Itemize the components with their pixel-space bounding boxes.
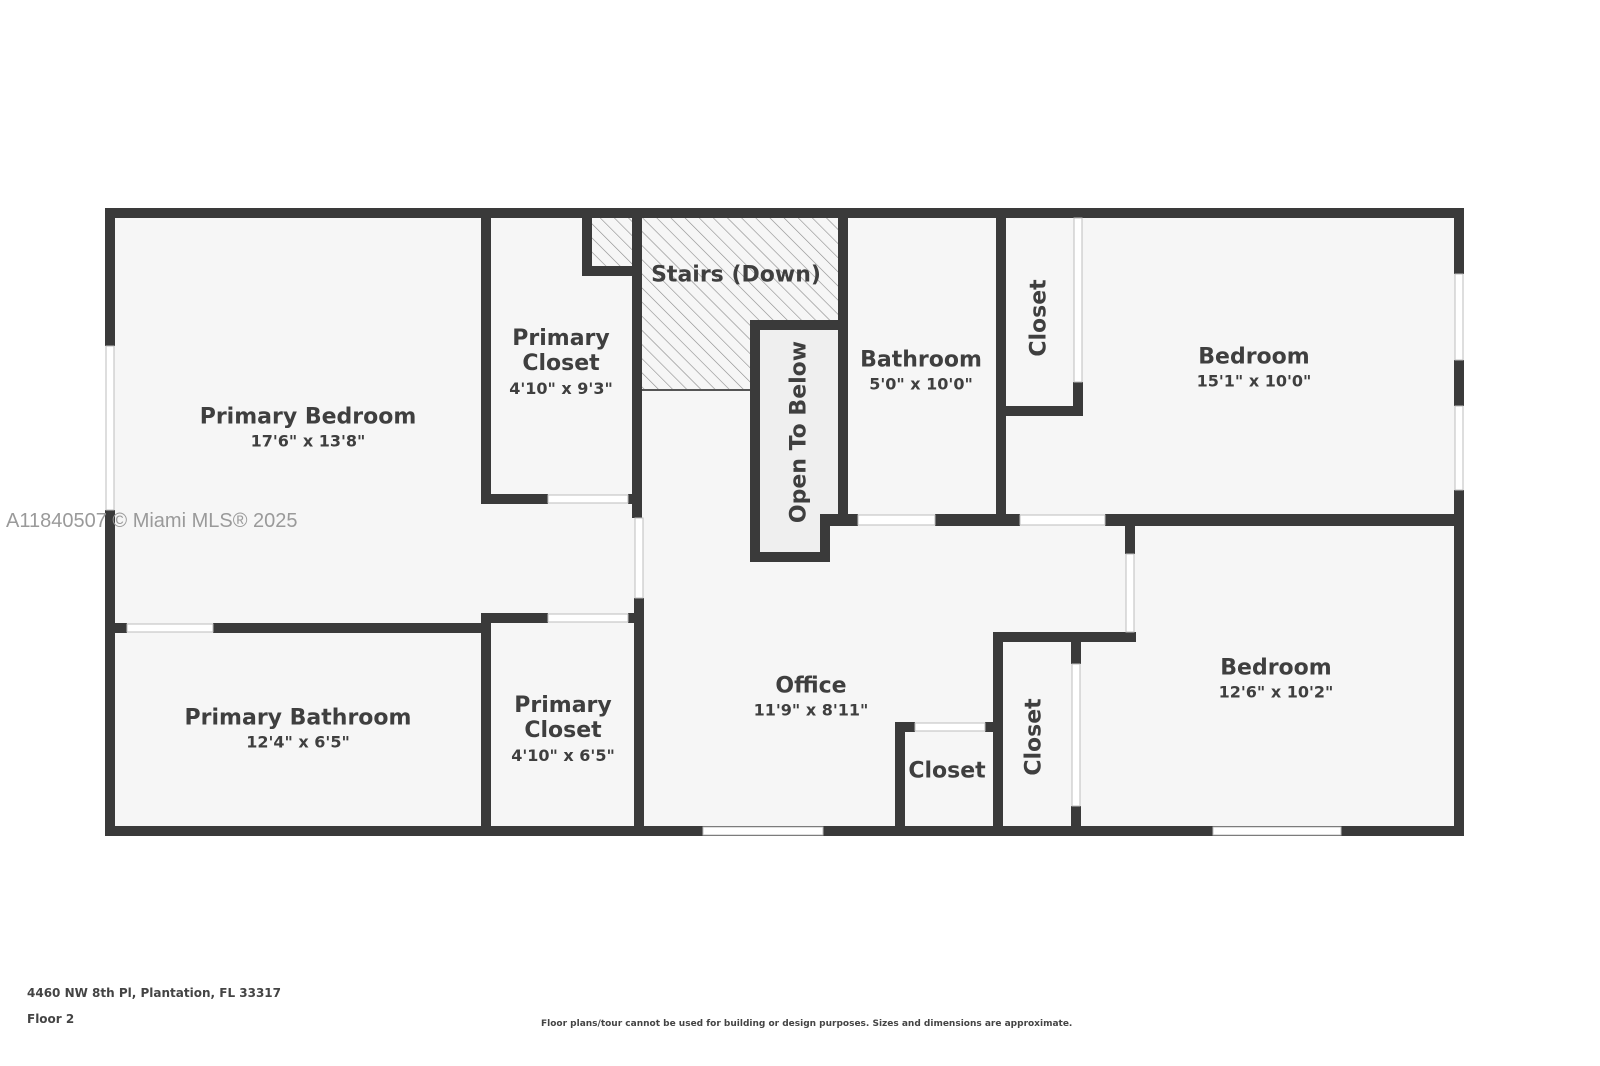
room-name: Stairs (Down) — [651, 262, 821, 288]
room-name: Bathroom — [860, 347, 982, 373]
room-dimensions: 4'10" x 9'3" — [509, 378, 613, 398]
stairs-hatch — [640, 218, 838, 390]
room-office: Office 11'9" x 8'11" — [754, 674, 869, 721]
room-bedroom-1: Bedroom 15'1" x 10'0" — [1197, 345, 1312, 392]
disclaimer-text: Floor plans/tour cannot be used for buil… — [541, 1019, 1073, 1029]
room-dimensions: 5'0" x 10'0" — [869, 374, 973, 394]
room-bedroom-2: Bedroom 12'6" x 10'2" — [1219, 656, 1334, 703]
mls-watermark: A11840507 © Miami MLS® 2025 — [6, 510, 298, 532]
room-name-line2: Closet — [524, 718, 602, 744]
room-name: Open To Below — [786, 340, 812, 524]
property-address: 4460 NW 8th Pl, Plantation, FL 33317 — [27, 986, 282, 1000]
room-name: Bedroom — [1198, 344, 1310, 370]
room-name: Primary Bathroom — [184, 705, 412, 731]
room-closet-vertical: Closet — [1021, 698, 1046, 775]
room-primary-bedroom: Primary Bedroom 17'6" x 13'8" — [200, 405, 417, 452]
room-bathroom: Bathroom 5'0" x 10'0" — [860, 348, 982, 395]
room-name-line2: Closet — [522, 351, 600, 377]
room-name: Primary Bedroom — [199, 404, 417, 430]
room-name: Office — [775, 673, 847, 699]
room-primary-closet-1: Primary Closet 4'10" x 9'3" — [509, 326, 613, 398]
windows — [105, 217, 1464, 836]
room-name: Closet — [1021, 698, 1047, 776]
room-dimensions: 12'4" x 6'5" — [246, 732, 350, 752]
room-dimensions: 15'1" x 10'0" — [1196, 371, 1312, 391]
open-to-below-area — [760, 330, 838, 552]
small-hatch — [590, 218, 635, 268]
room-dimensions: 12'6" x 10'2" — [1218, 682, 1334, 702]
room-dimensions: 4'10" x 6'5" — [511, 745, 615, 765]
room-open-to-below: Open To Below — [786, 341, 811, 523]
room-name-line1: Primary — [514, 693, 612, 719]
room-stairs: Stairs (Down) — [651, 262, 821, 287]
room-name-line1: Primary — [512, 326, 610, 352]
room-dimensions: 11'9" x 8'11" — [753, 700, 869, 720]
floor-label: Floor 2 — [27, 1012, 75, 1026]
room-primary-closet-2: Primary Closet 4'10" x 6'5" — [511, 693, 615, 765]
room-dimensions: 17'6" x 13'8" — [250, 431, 366, 451]
room-closet-small: Closet — [908, 758, 985, 783]
room-name: Closet — [1026, 279, 1052, 357]
room-name: Bedroom — [1220, 655, 1332, 681]
room-name: Closet — [908, 758, 986, 784]
room-primary-bathroom: Primary Bathroom 12'4" x 6'5" — [185, 706, 412, 753]
room-closet-top: Closet — [1026, 279, 1051, 356]
